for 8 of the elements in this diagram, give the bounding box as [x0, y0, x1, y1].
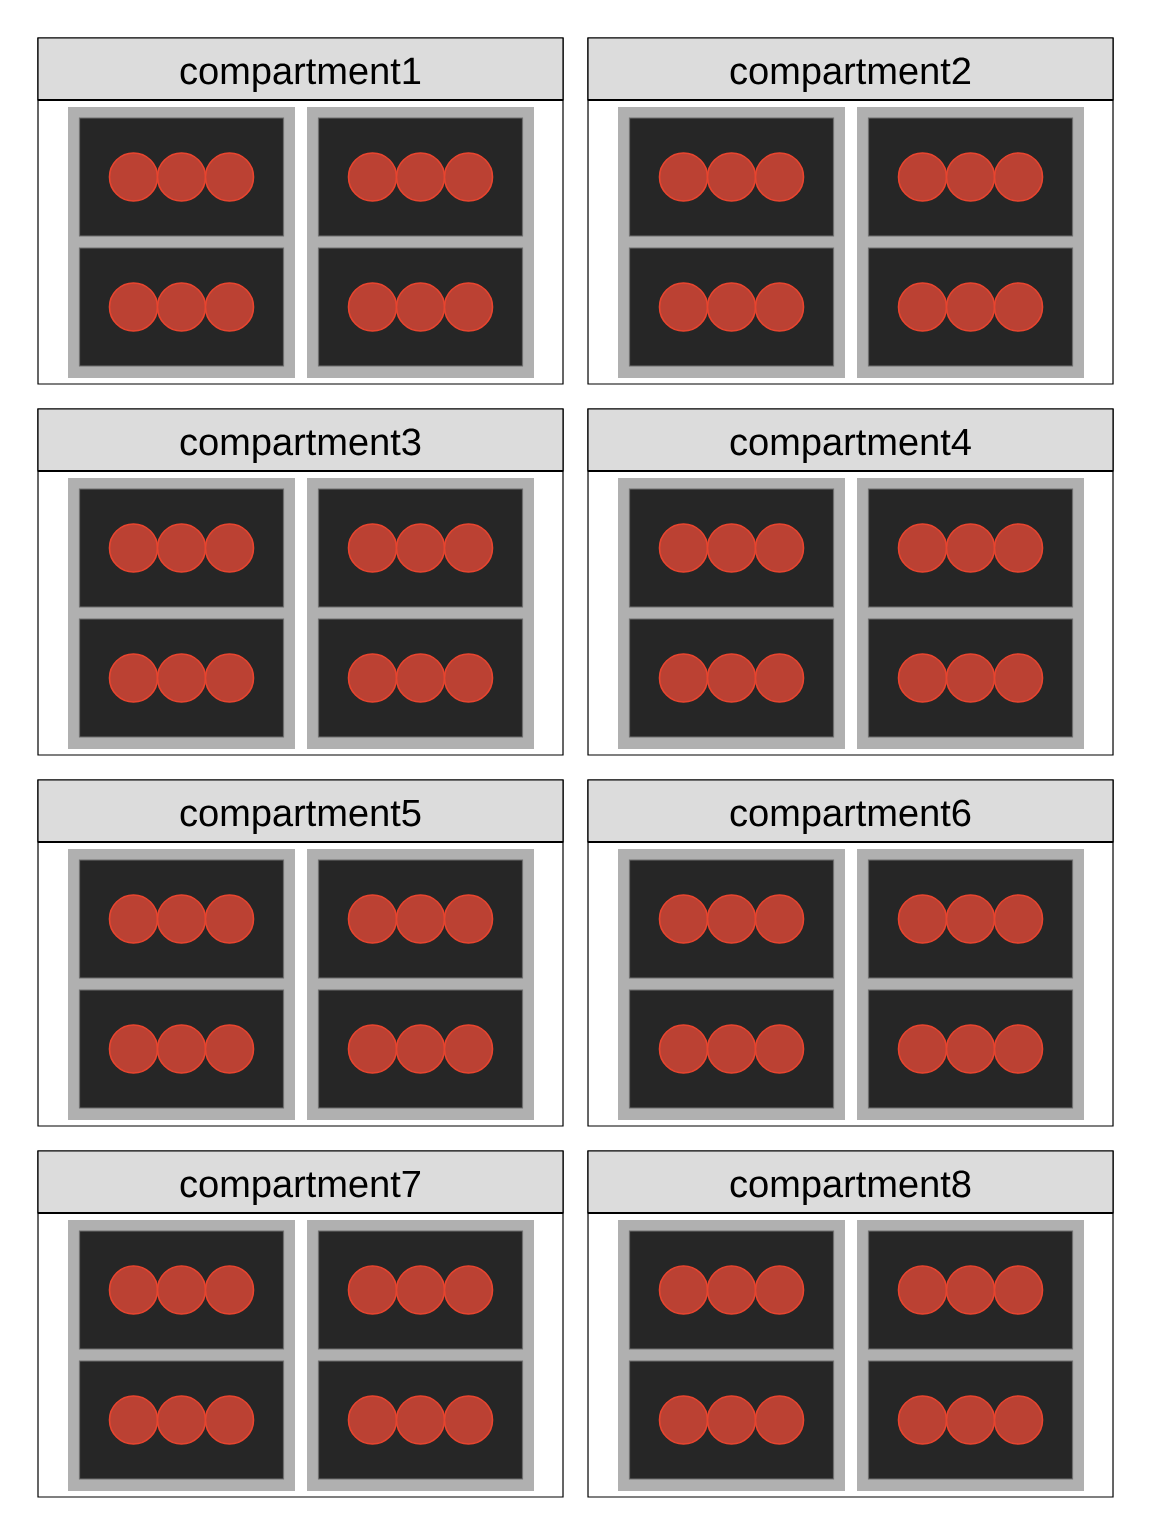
header-bar: compartment6 [587, 779, 1114, 843]
header-bar: compartment1 [37, 37, 564, 101]
header-bar: compartment8 [587, 1150, 1114, 1214]
header-bar: compartment3 [37, 408, 564, 472]
header-bar: compartment4 [587, 408, 1114, 472]
header-bar: compartment5 [37, 779, 564, 843]
header-bar: compartment7 [37, 1150, 564, 1214]
header-bar: compartment2 [587, 37, 1114, 101]
